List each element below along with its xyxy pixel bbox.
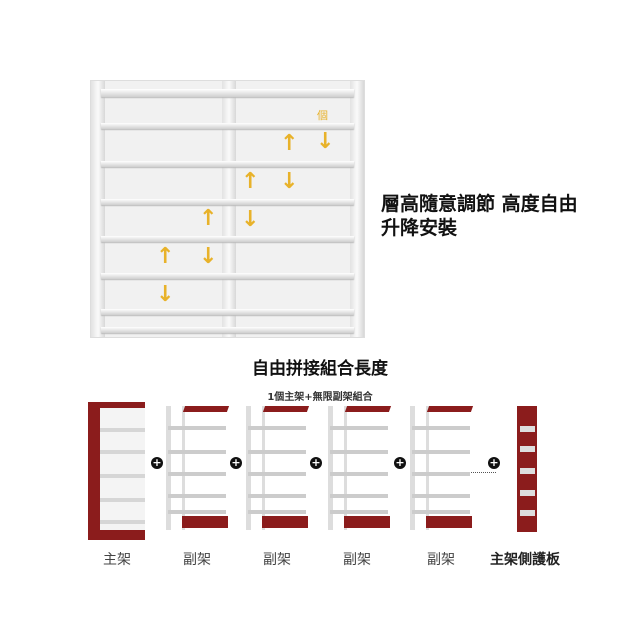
post	[262, 406, 265, 530]
shelf-top	[101, 89, 354, 97]
shelf-bracket	[520, 510, 535, 516]
label-sub-shelf: 副架	[343, 552, 371, 568]
shelf-board	[412, 494, 470, 498]
shelf-board	[412, 510, 470, 514]
shelf-board	[330, 472, 388, 476]
shelf-board	[412, 450, 470, 454]
post	[182, 406, 185, 530]
shelf-board	[101, 327, 354, 333]
base-panel	[262, 516, 308, 528]
shelf-board	[100, 498, 145, 502]
plus-icon: +	[151, 456, 163, 469]
sub-shelf-image	[246, 406, 310, 530]
top-panel	[344, 406, 392, 412]
shelf-board	[248, 426, 306, 430]
right-post	[350, 81, 364, 337]
shelf-board	[101, 123, 354, 129]
label-side-panel: 主架側護板	[490, 552, 560, 568]
arrow-up-icon: ↑	[199, 206, 218, 231]
shelf-tag: 個	[317, 109, 328, 122]
base-panel	[182, 516, 228, 528]
label-sub-shelf: 副架	[183, 552, 211, 568]
top-panel	[426, 406, 474, 412]
sub-shelf-image	[166, 406, 230, 530]
arrow-up-icon: ↑	[280, 131, 299, 156]
dotted-connector	[456, 472, 496, 473]
arrow-down-icon: ↓	[241, 207, 260, 232]
shelf-board	[248, 510, 306, 514]
shelf-board	[330, 494, 388, 498]
shelf-board	[330, 426, 388, 430]
shelf-board	[100, 520, 145, 524]
shelf-board	[100, 450, 145, 454]
shelf-bracket	[520, 490, 535, 496]
arrow-down-icon: ↓	[316, 129, 335, 154]
main-shelf-inner	[100, 408, 145, 530]
main-shelf-image	[88, 402, 145, 540]
shelf-board	[100, 474, 145, 478]
shelf-bracket	[520, 446, 535, 452]
plus-icon: +	[230, 456, 242, 469]
shelf-board	[248, 450, 306, 454]
arrow-up-icon: ↑	[156, 244, 175, 269]
post	[328, 406, 333, 530]
base-panel	[426, 516, 472, 528]
left-post	[91, 81, 105, 337]
label-sub-shelf: 副架	[427, 552, 455, 568]
shelf-board	[101, 161, 354, 167]
shelf-board	[168, 510, 226, 514]
label-main-shelf: 主架	[103, 552, 131, 568]
caption-line-2: 升降安裝	[381, 217, 458, 239]
shelf-board	[101, 236, 354, 242]
adjustable-bookshelf-image: 個 ↑ ↓ ↑ ↓ ↑ ↓ ↑ ↓ ↓	[90, 80, 365, 338]
shelf-board	[330, 510, 388, 514]
shelf-board	[412, 426, 470, 430]
plus-icon: +	[488, 456, 500, 469]
arrow-up-icon: ↑	[241, 169, 260, 194]
shelf-board	[248, 472, 306, 476]
combination-title: 自由拼接組合長度	[252, 359, 388, 379]
center-post	[222, 81, 236, 337]
shelf-board	[412, 472, 470, 476]
shelf-board	[101, 199, 354, 205]
shelf-board	[168, 472, 226, 476]
shelf-bracket	[520, 426, 535, 432]
arrow-down-icon: ↓	[280, 169, 299, 194]
post	[410, 406, 415, 530]
plus-icon: +	[310, 456, 322, 469]
shelf-board	[248, 494, 306, 498]
caption-line-1: 層高隨意調節 高度自由	[381, 193, 578, 215]
arrow-down-icon: ↓	[199, 244, 218, 269]
shelf-board	[330, 450, 388, 454]
shelf-board	[168, 450, 226, 454]
side-panel-image	[517, 406, 537, 532]
label-sub-shelf: 副架	[263, 552, 291, 568]
shelf-board	[100, 428, 145, 432]
arrow-down-icon: ↓	[156, 282, 175, 307]
shelf-bracket	[520, 468, 535, 474]
post	[166, 406, 171, 530]
post	[246, 406, 251, 530]
shelf-board	[168, 426, 226, 430]
post	[426, 406, 429, 530]
shelf-board	[101, 273, 354, 279]
sub-shelf-image	[410, 406, 474, 530]
post	[344, 406, 347, 530]
shelf-board	[168, 494, 226, 498]
plus-icon: +	[394, 456, 406, 469]
base-panel	[344, 516, 390, 528]
sub-shelf-image	[328, 406, 392, 530]
top-panel	[262, 406, 310, 412]
combination-subtitle: 1個主架+無限副架組合	[267, 392, 373, 403]
adjustable-caption: 層高隨意調節 高度自由 升降安裝	[381, 192, 578, 240]
top-panel	[182, 406, 230, 412]
shelf-board	[101, 309, 354, 315]
